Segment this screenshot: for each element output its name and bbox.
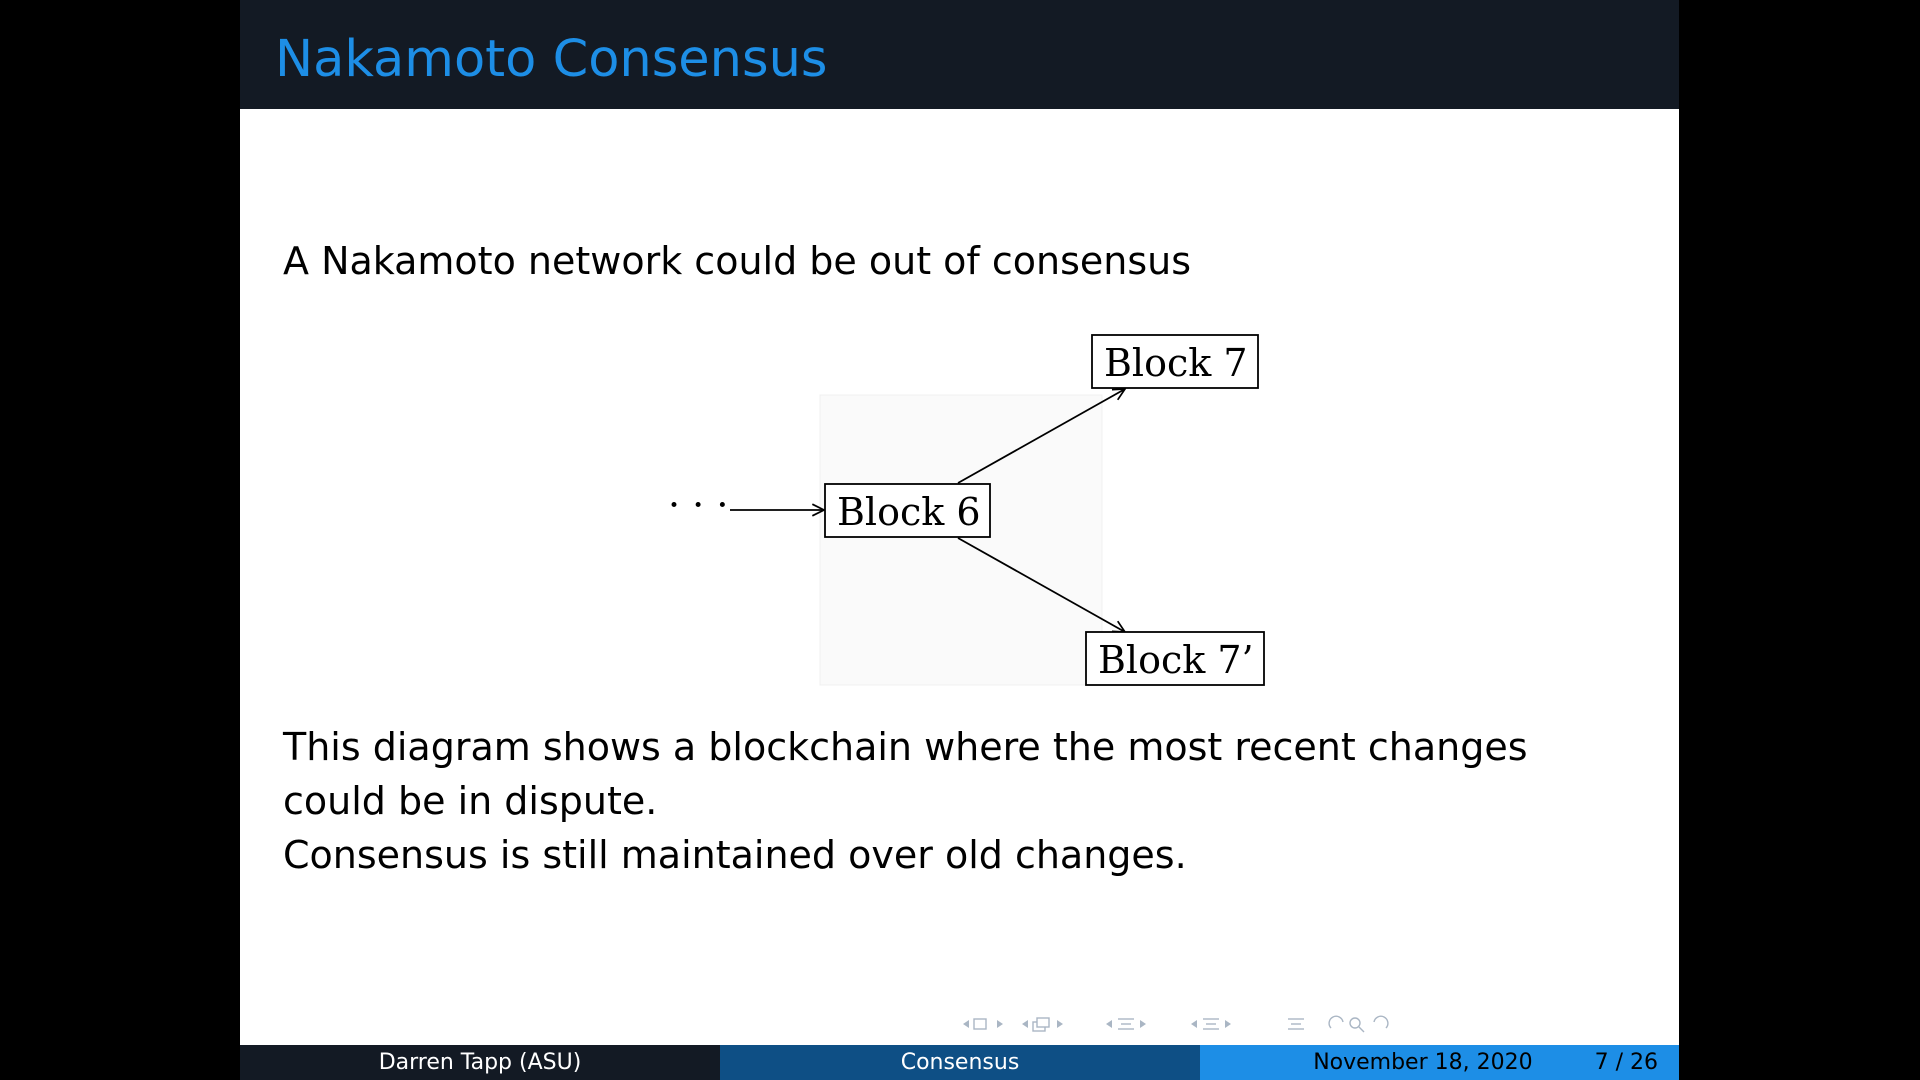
nav-document-icon[interactable]: [1191, 1018, 1231, 1030]
title-bar: Nakamoto Consensus: [240, 0, 1679, 109]
nav-subsection-icon[interactable]: [1022, 1017, 1063, 1032]
nav-appendix-icon[interactable]: [1288, 1018, 1304, 1030]
fork-diagram: · · · Block 6 Block 7 Block 7’: [668, 334, 1265, 686]
svg-text:Block 7: Block 7: [1104, 341, 1248, 385]
block-7: Block 7: [1091, 334, 1259, 389]
explanation-text: This diagram shows a blockchain where th…: [283, 720, 1639, 882]
nav-section-icon[interactable]: [1106, 1018, 1146, 1030]
nav-search-icon[interactable]: [1328, 1015, 1389, 1033]
svg-text:Block 6: Block 6: [837, 490, 981, 534]
footer-short-title: Consensus: [720, 1045, 1200, 1080]
slide-title: Nakamoto Consensus: [275, 30, 828, 89]
footer-page-number: 7 / 26: [1594, 1050, 1658, 1075]
explanation-line-1: This diagram shows a blockchain where th…: [283, 725, 1528, 823]
arrow-to-block-7: [957, 389, 1125, 484]
block-6: Block 6: [824, 483, 991, 538]
footer-date: November 18, 2020: [1313, 1050, 1533, 1075]
arrow-to-block-7-prime: [957, 537, 1125, 632]
footer: Darren Tapp (ASU) Consensus November 18,…: [240, 1045, 1679, 1080]
chain-ellipsis: · · ·: [668, 483, 728, 527]
intro-text: A Nakamoto network could be out of conse…: [283, 239, 1192, 283]
explanation-line-2: Consensus is still maintained over old c…: [283, 833, 1187, 877]
footer-right: November 18, 2020 7 / 26: [1200, 1045, 1679, 1080]
block-7-prime: Block 7’: [1085, 631, 1265, 686]
nav-frame-icon[interactable]: [963, 1018, 1003, 1030]
navigation-bar: [963, 1015, 1389, 1033]
slide: Nakamoto Consensus A Nakamoto network co…: [240, 0, 1679, 1080]
svg-text:Block 7’: Block 7’: [1098, 638, 1254, 682]
footer-author: Darren Tapp (ASU): [240, 1045, 720, 1080]
